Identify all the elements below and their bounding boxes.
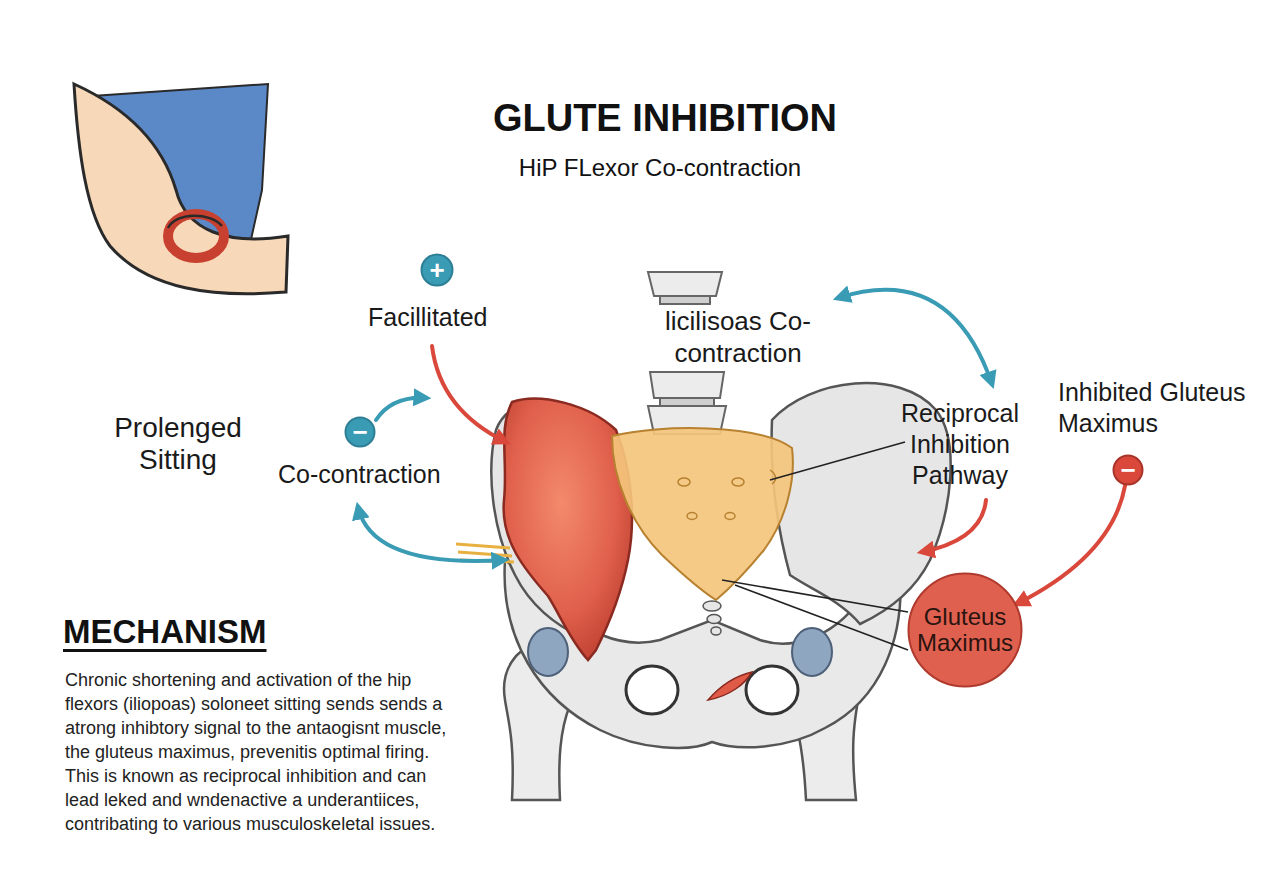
circle-node: − xyxy=(1112,454,1144,486)
obturator-foramen xyxy=(746,666,798,714)
illustration-part xyxy=(456,544,510,548)
teal-double-arrow xyxy=(838,290,992,384)
flow-arrows xyxy=(358,290,992,561)
node-content: − xyxy=(1112,454,1144,486)
circle-shape xyxy=(346,418,375,447)
node-label: − xyxy=(352,418,367,447)
illustration-part xyxy=(711,627,721,635)
leader-lines xyxy=(722,442,908,650)
connector-arrow xyxy=(1017,486,1125,604)
illustration-part xyxy=(660,296,710,304)
illustration-part xyxy=(770,470,776,484)
obturator-foramen xyxy=(626,666,678,714)
illustration-part xyxy=(707,615,721,624)
illustration-part xyxy=(770,442,905,480)
text-label: Inhibited Gluteus Maximus xyxy=(1058,377,1258,439)
illustration-part xyxy=(678,478,690,486)
illustration-part xyxy=(687,513,697,520)
node-content: − xyxy=(344,416,376,448)
illustration-part xyxy=(168,214,224,258)
illustration-part xyxy=(612,428,793,600)
illustration-part xyxy=(650,372,724,398)
illustration-part xyxy=(648,272,722,296)
illustration-part xyxy=(735,585,908,650)
node-label: − xyxy=(1120,456,1135,485)
illustration-part xyxy=(678,470,776,520)
text-label: Reciprocal Inhibition Pathway xyxy=(875,398,1045,491)
node-content: Gluteus Maximus xyxy=(907,572,1023,688)
illustration-part xyxy=(725,513,735,520)
circle-shape xyxy=(422,255,453,286)
text-label: MECHANISM xyxy=(63,612,267,652)
text-label: licilisoas Co-contraction xyxy=(648,305,828,369)
teal-arrow xyxy=(376,398,426,420)
diagram-title: GLUTE INHIBITION xyxy=(365,96,965,142)
text-label: Chronic shortening and activation of the… xyxy=(65,668,457,836)
illustration-part xyxy=(722,580,908,612)
illustration-part xyxy=(74,84,288,294)
illustration-part xyxy=(458,552,512,556)
circle-shape xyxy=(909,574,1022,687)
text-label: Facillitated xyxy=(368,302,488,332)
red-arrow xyxy=(922,500,986,552)
circle-node: + xyxy=(420,253,454,287)
illustration-part xyxy=(703,601,721,611)
text-label: HiP FLexor Co-contraction xyxy=(410,154,910,183)
circle-node: Gluteus Maximus xyxy=(907,572,1023,688)
node-label: Gluteus Maximus xyxy=(913,604,1017,657)
node-content: + xyxy=(420,253,454,287)
illustration-part xyxy=(732,478,744,486)
illustration-part xyxy=(660,398,714,406)
illustration-part xyxy=(168,216,222,228)
femoral-head xyxy=(792,628,832,676)
sitting-hip-icon xyxy=(74,84,288,294)
circle-node: − xyxy=(344,416,376,448)
node-label: + xyxy=(429,256,444,285)
text-label: Prolenged Sitting xyxy=(98,412,258,476)
femoral-head xyxy=(528,628,568,676)
teal-double-arrow xyxy=(358,507,504,561)
red-arrow xyxy=(432,346,506,442)
coccyx xyxy=(703,601,721,635)
circle-shape xyxy=(1114,456,1143,485)
sacrum xyxy=(612,428,793,600)
pubic-muscle xyxy=(708,672,752,700)
text-label: Co-contraction xyxy=(278,459,441,489)
